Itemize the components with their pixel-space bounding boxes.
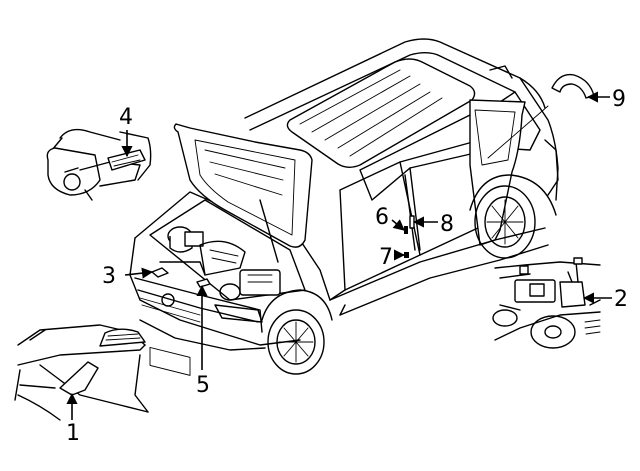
callout-6: 6: [375, 205, 389, 230]
callout-8: 8: [440, 212, 454, 237]
callout-4: 4: [119, 105, 133, 130]
callout-1: 1: [66, 421, 80, 446]
callout-9: 9: [612, 87, 626, 112]
callout-5: 5: [196, 373, 210, 398]
part-9-hose: [551, 73, 595, 99]
vehicle-drawing: [129, 38, 559, 376]
callout-7: 7: [379, 245, 393, 270]
inset-detail-2: [492, 257, 601, 349]
callout-leaders: [66, 91, 612, 420]
inset-detail-1: [14, 324, 149, 421]
callout-3: 3: [102, 264, 116, 289]
inset-detail-4: [46, 128, 152, 201]
callout-labels: 4 3 5 1 2 6 7 8 9: [66, 87, 628, 446]
callout-2: 2: [614, 287, 628, 312]
